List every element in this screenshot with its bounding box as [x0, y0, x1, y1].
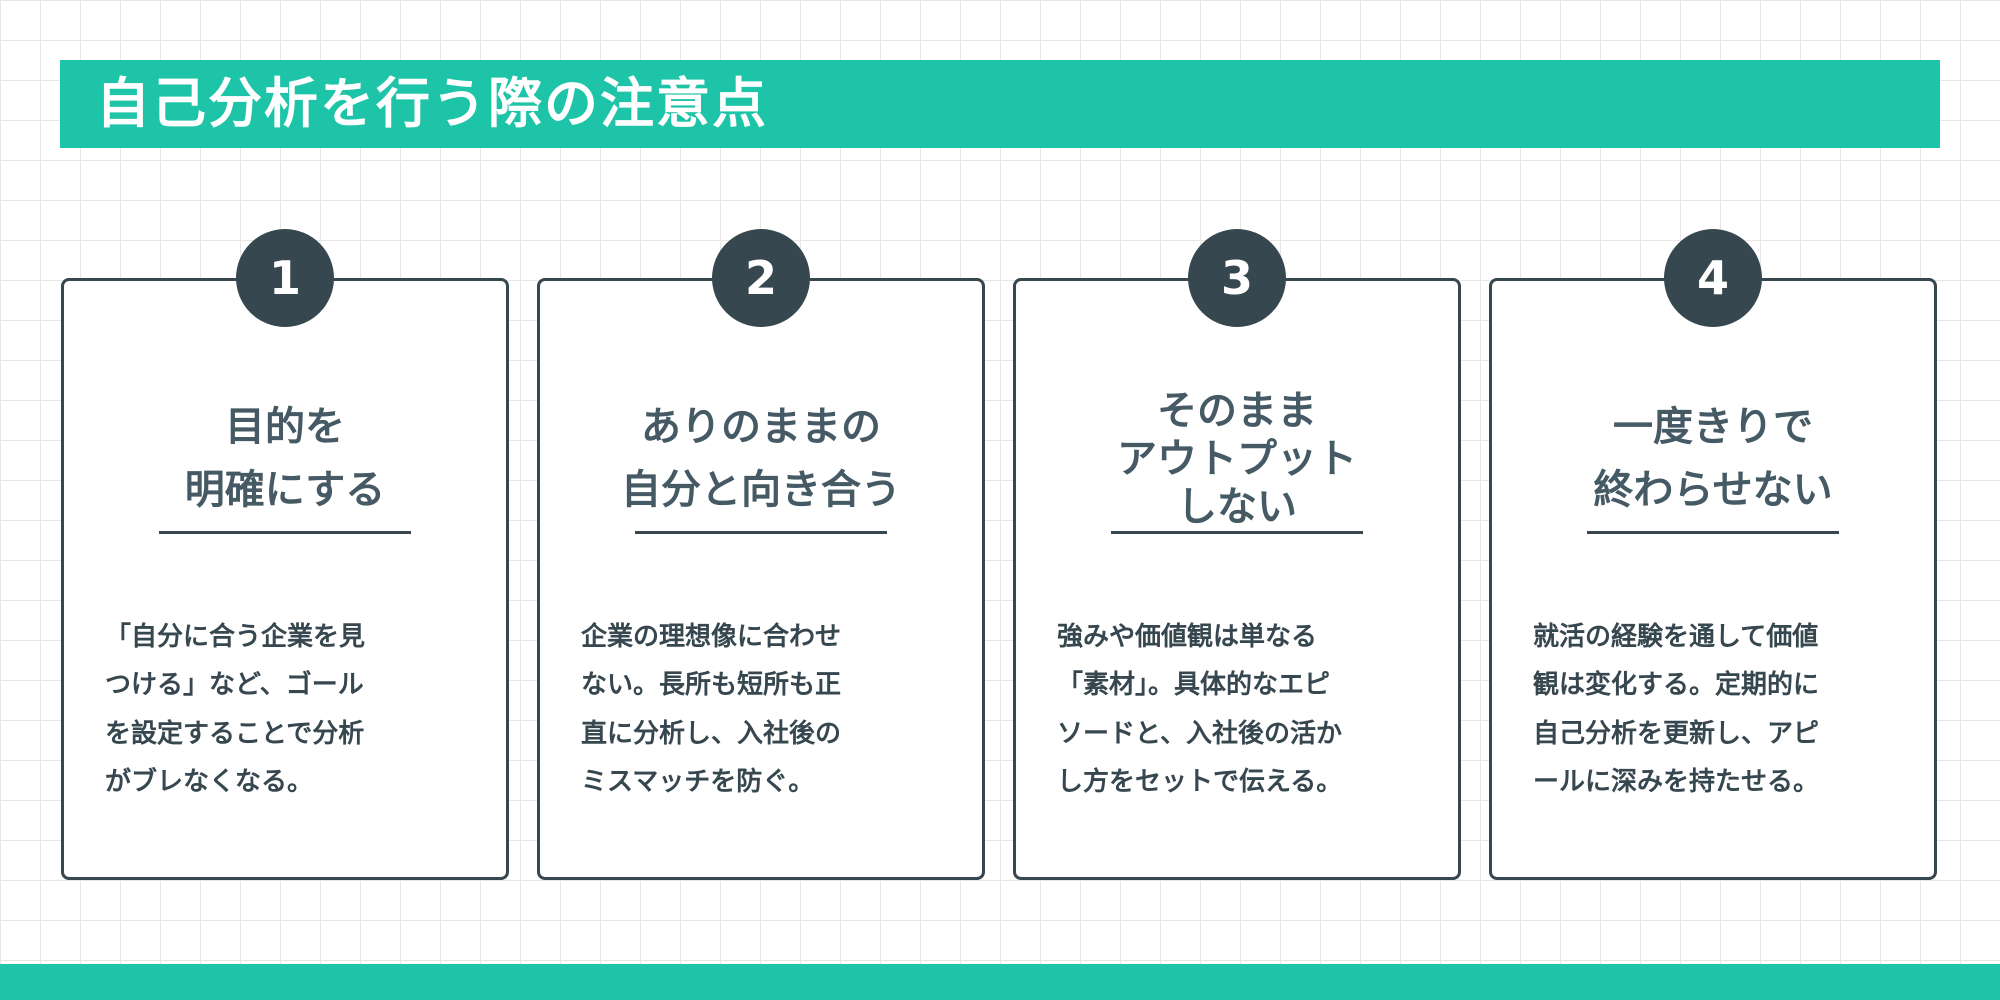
card-body-line: 観は変化する。定期的に: [1533, 670, 1820, 701]
card-body-line: 「自分に合う企業を見: [105, 622, 366, 652]
card-body-line: がブレなくなる。: [105, 767, 314, 798]
card-divider: [159, 531, 411, 534]
card-title-line: アウトプット: [1117, 436, 1357, 482]
card-body-line: ソードと、入社後の活か: [1057, 718, 1342, 749]
card-body-line: ミスマッチを防ぐ。: [581, 767, 815, 798]
card-divider: [635, 531, 887, 534]
card-body: 「自分に合う企業を見 つける」など、ゴール を設定することで分析 がブレなくなる…: [64, 613, 506, 806]
card-body-line: 自己分析を更新し、アピ: [1533, 718, 1820, 749]
card-title-line: 目的を: [225, 403, 345, 450]
header-band: 自己分析を行う際の注意点: [60, 60, 1940, 148]
card-number-badge: 1: [236, 229, 334, 327]
card-divider: [1587, 531, 1839, 534]
card-number-badge: 2: [712, 229, 810, 327]
card-body-line: 就活の経験を通して価値: [1533, 622, 1819, 652]
card-title-line: 明確にする: [184, 467, 386, 513]
card-title: 目的を 明確にする: [64, 379, 506, 539]
card-body-line: ない。長所も短所も正: [581, 670, 842, 701]
card-body-line: し方をセットで伝える。: [1057, 767, 1343, 798]
card-title-line: 一度きりで: [1613, 403, 1813, 450]
card-body-line: 「素材」。具体的なエピ: [1057, 670, 1331, 701]
card-3: 3 そのまま アウトプット しない 強みや価値観は単なる 「素材」。具体的なエピ…: [1013, 229, 1461, 880]
card-body: 企業の理想像に合わせ ない。長所も短所も正 直に分析し、入社後の ミスマッチを防…: [540, 613, 982, 806]
card-number-badge: 3: [1188, 229, 1286, 327]
page-title: 自己分析を行う際の注意点: [96, 72, 768, 135]
card-body-line: ールに深みを持たせる。: [1533, 767, 1820, 798]
card-title: そのまま アウトプット しない: [1016, 379, 1458, 539]
card-body: 就活の経験を通して価値 観は変化する。定期的に 自己分析を更新し、アピ ールに深…: [1492, 613, 1934, 806]
footer-band: [0, 964, 2000, 1000]
card-title-line: そのまま: [1157, 388, 1317, 434]
card-title: 一度きりで 終わらせない: [1492, 379, 1934, 539]
card-body-line: 強みや価値観は単なる: [1057, 622, 1318, 652]
card-1: 1 目的を 明確にする 「自分に合う企業を見 つける」など、ゴール を設定するこ…: [61, 229, 509, 880]
card-title-line: しない: [1177, 484, 1297, 530]
card-2: 2 ありのままの 自分と向き合う 企業の理想像に合わせ ない。長所も短所も正 直…: [537, 229, 985, 880]
card-body-line: を設定することで分析: [105, 718, 365, 749]
card-number-badge: 4: [1664, 229, 1762, 327]
card-body-line: つける」など、ゴール: [105, 670, 364, 701]
card-divider: [1111, 531, 1363, 534]
card-body: 強みや価値観は単なる 「素材」。具体的なエピ ソードと、入社後の活か し方をセッ…: [1016, 613, 1458, 806]
card-4: 4 一度きりで 終わらせない 就活の経験を通して価値 観は変化する。定期的に 自…: [1489, 229, 1937, 880]
card-body-line: 企業の理想像に合わせ: [581, 622, 842, 652]
card-title: ありのままの 自分と向き合う: [540, 379, 982, 539]
card-body-line: 直に分析し、入社後の: [581, 718, 842, 749]
card-title-line: 自分と向き合う: [621, 467, 901, 513]
card-title-line: ありのままの: [641, 403, 881, 450]
card-title-line: 終わらせない: [1593, 467, 1833, 513]
